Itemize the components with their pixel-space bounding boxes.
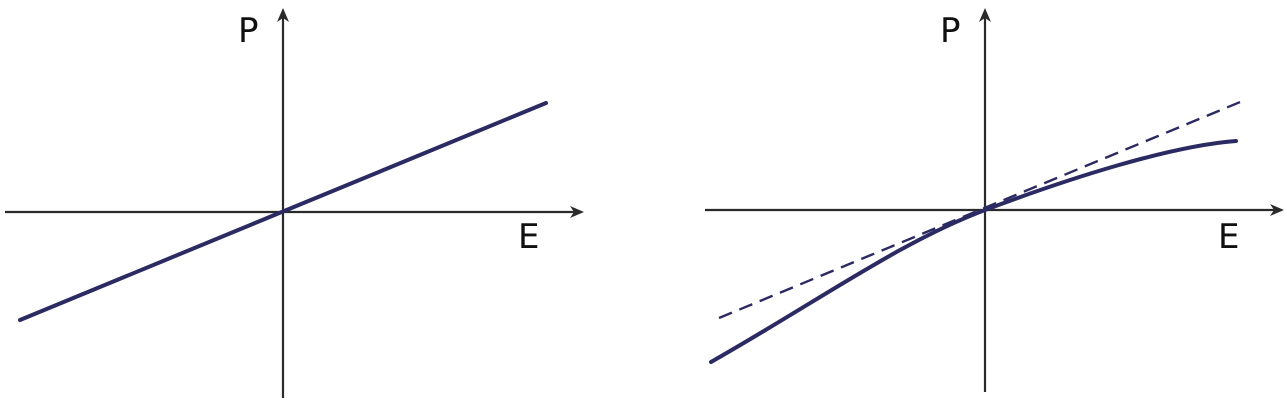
right-y-axis-label: P — [940, 11, 961, 51]
left-x-axis-label: E — [518, 217, 539, 257]
left-linear-line — [18, 101, 548, 322]
right-dashed-tangent-line — [718, 98, 1246, 320]
right-saturating-curve — [709, 139, 1238, 364]
right-panel: P E — [705, 8, 1284, 392]
left-panel: P E — [5, 8, 584, 398]
right-x-axis-label: E — [1218, 217, 1239, 257]
left-y-axis-label: P — [238, 11, 259, 51]
